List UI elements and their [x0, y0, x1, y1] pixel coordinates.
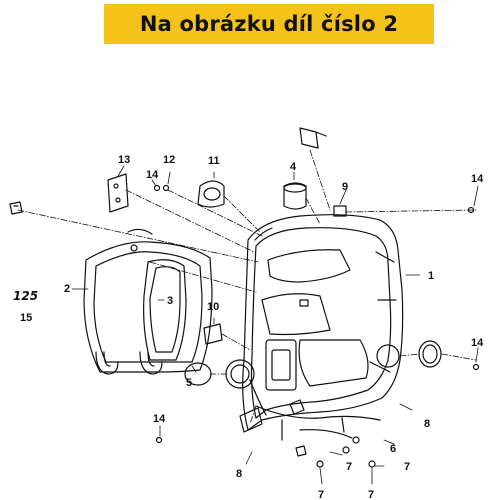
- fitting-part: [283, 182, 307, 210]
- clip-part: [9, 201, 23, 215]
- label-part-14: 14: [153, 413, 166, 425]
- label-part-8: 8: [424, 418, 430, 430]
- label-part-7: 7: [346, 461, 352, 473]
- label-part-10: 10: [207, 301, 219, 313]
- label-part-11: 11: [208, 155, 220, 167]
- label-part-9: 9: [342, 181, 348, 193]
- label-part-13: 13: [118, 154, 130, 166]
- inner-panel-part: [242, 214, 404, 431]
- title-banner: Na obrázku díl číslo 2: [104, 4, 434, 44]
- lower-screws: [289, 399, 307, 457]
- bracket-part: [107, 173, 129, 213]
- label-part-7: 7: [318, 489, 324, 500]
- assembly-lines: [17, 149, 477, 425]
- label-part-1: 1: [428, 270, 434, 282]
- tab-bracket-part: [299, 127, 347, 217]
- label-part-12: 12: [163, 154, 175, 166]
- screw-parts: [316, 436, 376, 468]
- wire-harness-part: [255, 405, 381, 441]
- label-part-7: 7: [368, 489, 374, 500]
- label-part-2: 2: [64, 283, 70, 295]
- label-part-5: 5: [186, 377, 192, 389]
- liner-part: [143, 259, 187, 361]
- label-part-6: 6: [390, 443, 396, 455]
- storage-box-part: [83, 228, 213, 373]
- label-part-4: 4: [290, 161, 297, 173]
- hook-part: [197, 180, 225, 208]
- label-part-7: 7: [404, 461, 410, 473]
- emblem-125-logo: 125: [13, 289, 38, 303]
- label-part-15: 15: [20, 312, 32, 324]
- label-part-3: 3: [167, 295, 173, 307]
- lower-bracket: [239, 407, 263, 433]
- hanger-hooks: [95, 351, 163, 375]
- label-part-14: 14: [471, 337, 484, 349]
- bolt-parts: [153, 184, 480, 444]
- label-part-14: 14: [471, 173, 484, 185]
- label-part-8: 8: [236, 468, 242, 480]
- small-clip-part: [203, 323, 223, 345]
- part-labels: 1 2 3 4 5 6 7 7 7 7 8 8 9 10 11 12 13 14…: [13, 154, 484, 500]
- banner-title: Na obrázku díl číslo 2: [139, 12, 399, 36]
- label-part-14: 14: [146, 169, 159, 181]
- leader-lines: [71, 165, 479, 485]
